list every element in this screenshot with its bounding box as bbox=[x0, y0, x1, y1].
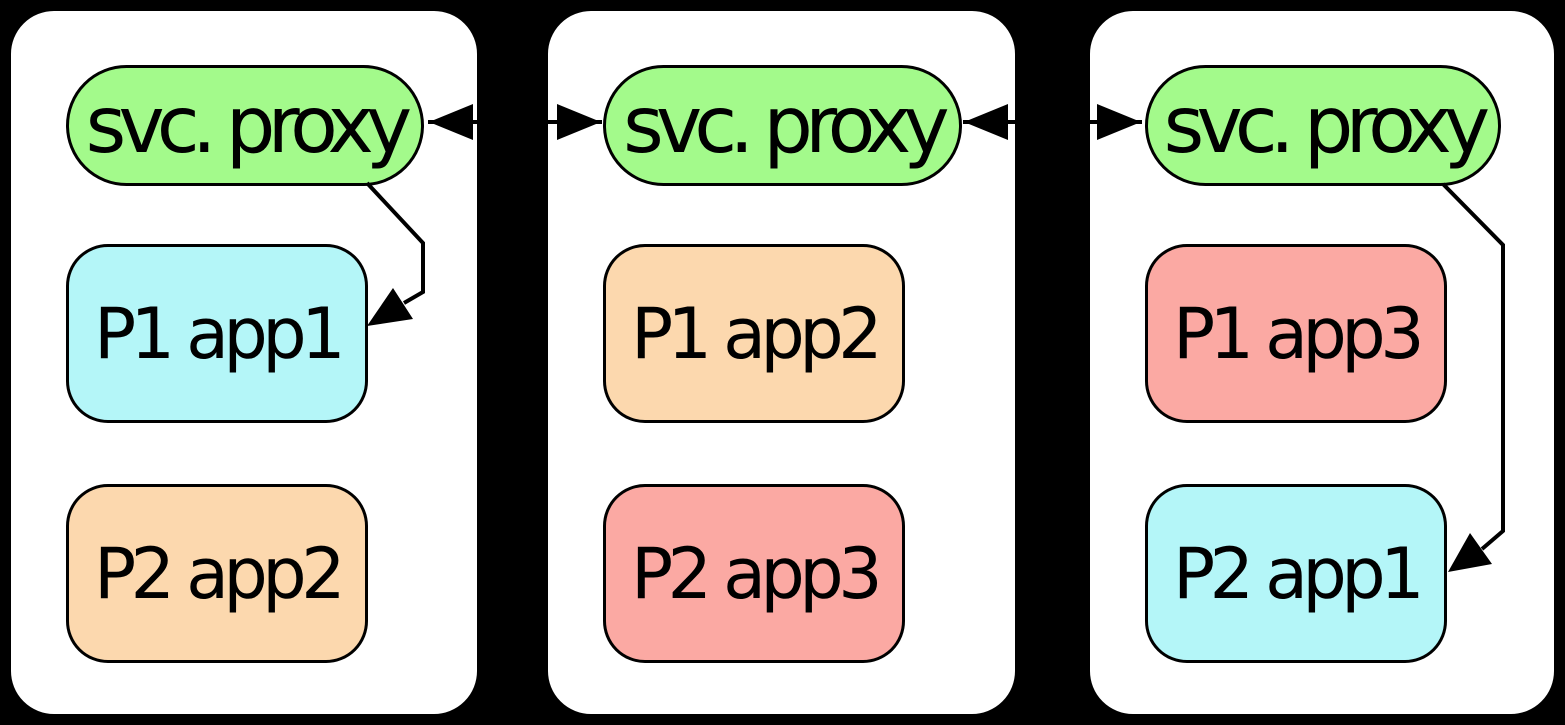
app-node-p1-app3: P1 app3 bbox=[1145, 244, 1447, 423]
proxy-node-host1: svc. proxy bbox=[66, 65, 424, 186]
host-panel-2: svc. proxy P1 app2 P2 app3 bbox=[545, 8, 1018, 717]
host-panel-1: svc. proxy P1 app1 P2 app2 bbox=[8, 8, 480, 717]
proxy-node-host3: svc. proxy bbox=[1145, 65, 1501, 186]
app-node-p2-app2: P2 app2 bbox=[66, 484, 368, 663]
proxy-label-host2: svc. proxy bbox=[623, 80, 950, 171]
app-label-p1-app2: P1 app2 bbox=[630, 292, 883, 375]
app-label-p1-app1: P1 app1 bbox=[93, 292, 346, 375]
proxy-label-host1: svc. proxy bbox=[85, 80, 413, 171]
app-node-p1-app2: P1 app2 bbox=[603, 244, 905, 423]
app-label-p2-app3: P2 app3 bbox=[630, 532, 883, 615]
app-node-p2-app3: P2 app3 bbox=[603, 484, 905, 663]
app-label-p1-app3: P1 app3 bbox=[1172, 292, 1425, 375]
app-node-p1-app1: P1 app1 bbox=[66, 244, 368, 423]
app-label-p2-app1: P2 app1 bbox=[1172, 532, 1425, 615]
host-panel-3: svc. proxy P1 app3 P2 app1 bbox=[1087, 8, 1557, 717]
proxy-node-host2: svc. proxy bbox=[603, 65, 962, 186]
app-label-p2-app2: P2 app2 bbox=[93, 532, 346, 615]
proxy-label-host3: svc. proxy bbox=[1163, 80, 1491, 171]
app-node-p2-app1: P2 app1 bbox=[1145, 484, 1447, 663]
